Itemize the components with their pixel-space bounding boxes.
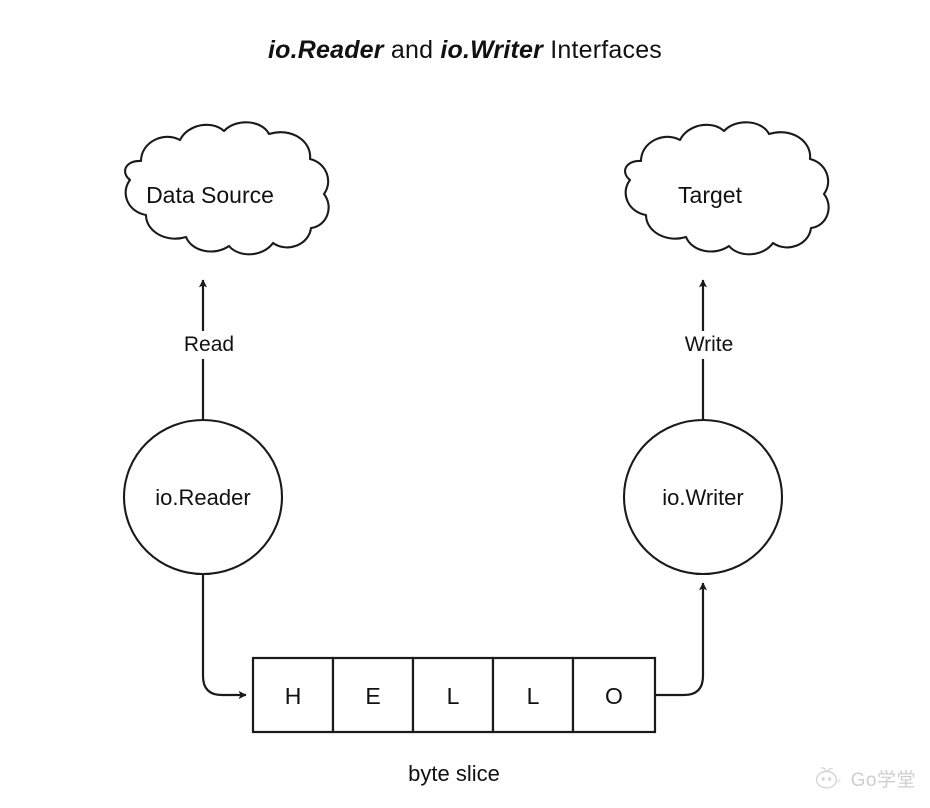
watermark-text: Go学堂: [850, 770, 916, 791]
byte-cell-box: [491, 656, 575, 734]
byte-cell-box: [251, 656, 335, 734]
byte-cell-box: [331, 656, 415, 734]
reader-to-slice-edge: [201, 574, 247, 700]
byte-cell-box: [571, 656, 657, 734]
title-part-reader: io.Reader: [267, 36, 384, 64]
mascot-icon: [815, 766, 841, 789]
title-part-interfaces: Interfaces: [543, 36, 663, 64]
writer-node-shape: [622, 418, 784, 576]
target-cloud-shape: [624, 121, 830, 256]
title-part-and: and: [383, 36, 441, 64]
page-title: io.Reader and io.Writer Interfaces: [0, 36, 930, 65]
data-source-cloud-shape: [124, 121, 330, 256]
byte-slice-boxes: [251, 656, 657, 734]
title-part-writer: io.Writer: [440, 36, 544, 64]
byte-cell-box: [411, 656, 495, 734]
watermark: Go学堂: [814, 765, 916, 792]
reader-node-shape: [122, 418, 284, 576]
slice-to-writer-edge: [655, 582, 708, 697]
